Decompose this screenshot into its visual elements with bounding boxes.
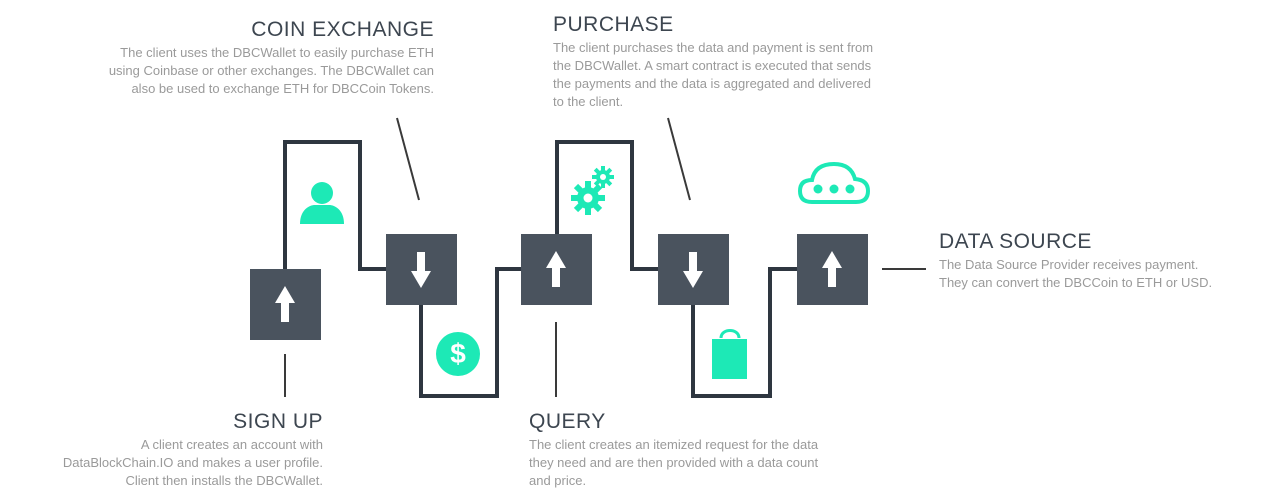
sign-up-title: SIGN UP [233,410,323,433]
flow-path [283,140,797,398]
cloud-icon [797,161,871,204]
svg-text:$: $ [450,338,466,369]
data-source-box [797,234,868,305]
purchase-text: The client purchases the data and paymen… [553,40,874,109]
purchase-box [658,234,729,305]
data-source-text: The Data Source Provider receives paymen… [939,257,1213,290]
arrow-up-icon [275,286,295,322]
shopping-bag-icon [712,329,747,379]
purchase-block: PURCHASE The client purchases the data a… [553,13,973,111]
connector-purchase [667,117,691,201]
query-title: QUERY [529,410,606,433]
dollar-coin-icon: $ [436,332,480,376]
sign-up-text: A client creates an account with DataBlo… [62,437,323,488]
user-icon [300,182,344,224]
sign-up-block: SIGN UP A client creates an account with… [0,410,323,490]
arrow-up-icon [546,251,566,287]
query-box [521,234,592,305]
sign-up-box [250,269,321,340]
query-block: QUERY The client creates an itemized req… [529,410,909,490]
coin-exchange-block: COIN EXCHANGE The client uses the DBCWal… [0,18,434,98]
data-source-block: DATA SOURCE The Data Source Provider rec… [939,230,1279,292]
gears-icon [571,166,614,215]
data-source-title: DATA SOURCE [939,230,1092,253]
coin-exchange-box [386,234,457,305]
arrow-down-icon [411,252,431,288]
query-text: The client creates an itemized request f… [529,437,819,488]
arrow-down-icon [683,252,703,288]
coin-exchange-text: The client uses the DBCWallet to easily … [108,45,434,96]
purchase-title: PURCHASE [553,13,674,36]
arrow-up-icon [822,251,842,287]
coin-exchange-title: COIN EXCHANGE [251,18,434,41]
connector-coin-exchange [396,117,420,201]
